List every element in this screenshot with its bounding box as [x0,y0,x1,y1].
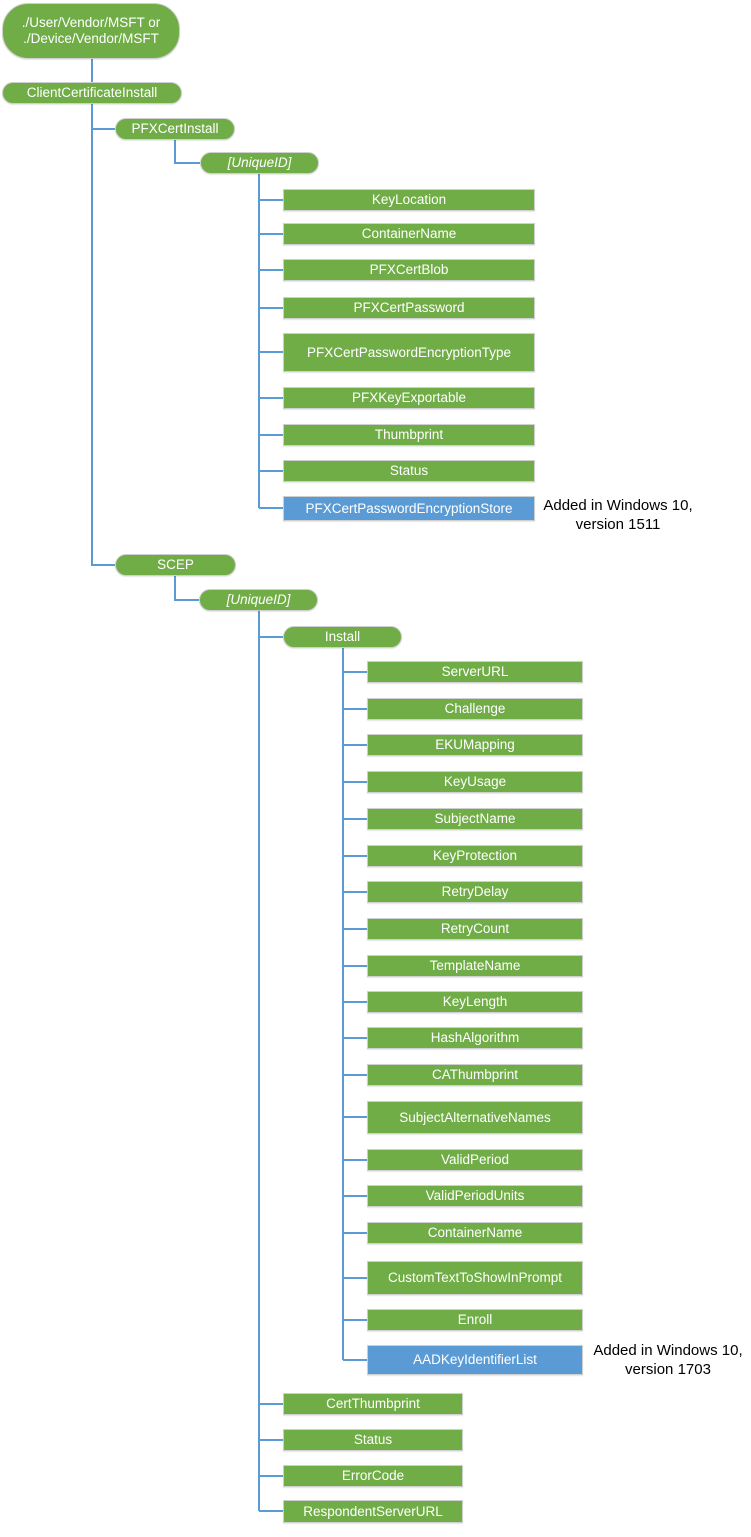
node-root: ./User/Vendor/MSFT or ./Device/Vendor/MS… [2,3,180,59]
node-validperiod: ValidPeriod [367,1149,583,1171]
node-pfxcertinstall: PFXCertInstall [115,118,235,140]
node-enroll: Enroll [367,1309,583,1331]
node-errorcode: ErrorCode [283,1465,463,1487]
node-validperiodunits: ValidPeriodUnits [367,1185,583,1207]
node-keyprotection: KeyProtection [367,845,583,867]
connector-install-children [342,648,367,1361]
node-subjectalternativenames: SubjectAlternativeNames [367,1101,583,1134]
node-install-containername: ContainerName [367,1222,583,1244]
node-serverurl: ServerURL [367,661,583,683]
node-clientcertificateinstall: ClientCertificateInstall [2,82,182,104]
annotation-1511-line2: version 1511 [575,516,661,533]
annotation-version-1511: Added in Windows 10, version 1511 [538,496,698,534]
node-certthumbprint: CertThumbprint [283,1393,463,1415]
node-thumbprint: Thumbprint [283,424,535,446]
connector-clientcertificateinstall-branch [91,104,115,566]
node-pfxkeyexportable: PFXKeyExportable [283,387,535,409]
annotation-1511-line1: Added in Windows 10, [543,497,693,514]
node-root-line2: ./Device/Vendor/MSFT [23,31,159,46]
connector-pfx-uniqueid-children [258,174,283,509]
node-aadkeyidentifierlist: AADKeyIdentifierList [367,1345,583,1375]
node-pfx-uniqueid: [UniqueID] [200,152,319,174]
node-install: Install [283,626,402,648]
node-keylocation: KeyLocation [283,189,535,211]
node-ekumapping: EKUMapping [367,734,583,756]
node-keylength: KeyLength [367,991,583,1013]
node-keyusage: KeyUsage [367,771,583,793]
node-retrycount: RetryCount [367,918,583,940]
annotation-1703-line1: Added in Windows 10, [593,1342,743,1359]
node-pfxcertpassword: PFXCertPassword [283,297,535,319]
annotation-1703-line2: version 1703 [625,1361,711,1378]
node-root-line1: ./User/Vendor/MSFT or [21,15,161,31]
node-pfxcertpasswordencryptionstore: PFXCertPasswordEncryptionStore [283,496,535,521]
connector-pfxcertinstall-to-uniqueid [174,140,200,164]
node-pfxcertblob: PFXCertBlob [283,259,535,281]
node-pfx-status: Status [283,460,535,482]
connector-scep-to-uniqueid [174,576,199,601]
node-templatename: TemplateName [367,955,583,977]
node-customtexttoshowinprompt: CustomTextToShowInPrompt [367,1261,583,1295]
node-scep-status: Status [283,1429,463,1451]
connector-scep-uniqueid-children [258,611,283,1512]
node-pfx-containername: ContainerName [283,223,535,245]
node-scep: SCEP [115,554,236,576]
node-cathumbprint: CAThumbprint [367,1064,583,1086]
node-scep-uniqueid: [UniqueID] [199,589,318,611]
node-respondentserverurl: RespondentServerURL [283,1500,463,1523]
node-pfxcertpasswordencryptiontype: PFXCertPasswordEncryptionType [283,333,535,372]
node-subjectname: SubjectName [367,808,583,830]
annotation-version-1703: Added in Windows 10, version 1703 [588,1341,748,1379]
node-retrydelay: RetryDelay [367,881,583,903]
node-challenge: Challenge [367,698,583,720]
node-hashalgorithm: HashAlgorithm [367,1027,583,1049]
